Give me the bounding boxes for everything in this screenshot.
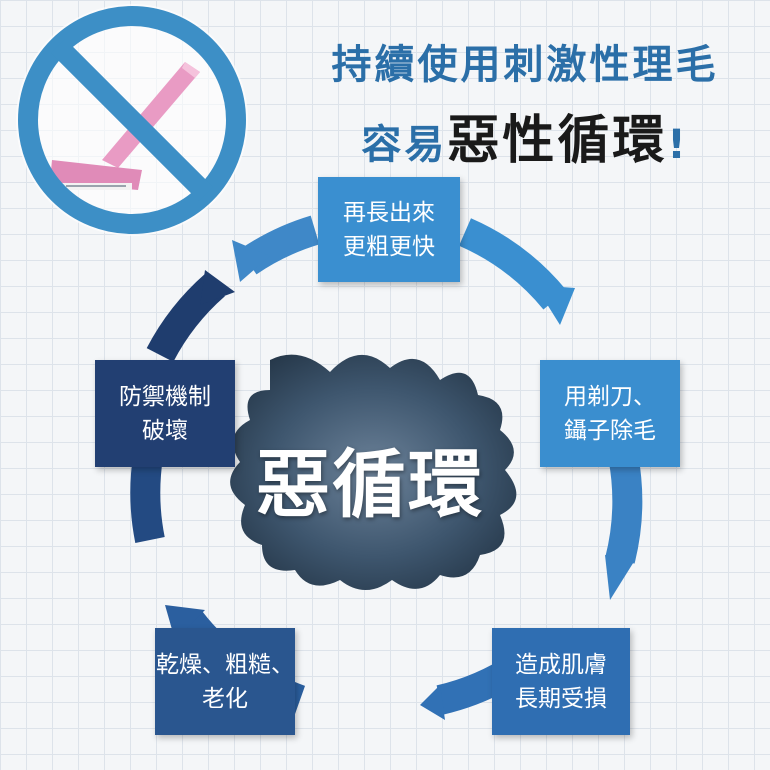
step-defense-broken: 防禦機制 破壞 (95, 360, 235, 467)
step-skin-damage-line2: 長期受損 (515, 685, 607, 712)
step-dry-rough-line1: 乾燥、粗糙、 (156, 651, 294, 678)
step-shave-line2: 鑷子除毛 (564, 417, 656, 444)
step-regrow-line1: 再長出來 (343, 199, 435, 226)
step-dry-rough-line2: 老化 (202, 685, 248, 712)
step-regrow: 再長出來 更粗更快 (318, 177, 460, 282)
no-razor-icon (16, 4, 248, 236)
step-defense-broken-line1: 防禦機制 (119, 383, 211, 410)
headline-emphasis: 惡性循環 (447, 111, 668, 171)
step-regrow-line2: 更粗更快 (343, 233, 435, 260)
center-splat (230, 354, 517, 590)
headline-exclamation: ! (667, 122, 689, 168)
headline-prefix: 容易 (361, 122, 448, 168)
step-skin-damage-line1: 造成肌膚 (515, 651, 607, 678)
step-defense-broken-line2: 破壞 (142, 417, 188, 444)
headline-line-1: 持續使用刺激性理毛 (331, 42, 719, 88)
step-dry-rough: 乾燥、粗糙、 老化 (155, 628, 295, 735)
step-shave-line1: 用剃刀、 (564, 383, 656, 410)
step-skin-damage: 造成肌膚 長期受損 (492, 628, 630, 735)
center-label: 惡循環 (256, 442, 484, 528)
headline-line-2: 容易惡性循環! (300, 98, 750, 173)
step-shave: 用剃刀、 鑷子除毛 (540, 360, 680, 467)
